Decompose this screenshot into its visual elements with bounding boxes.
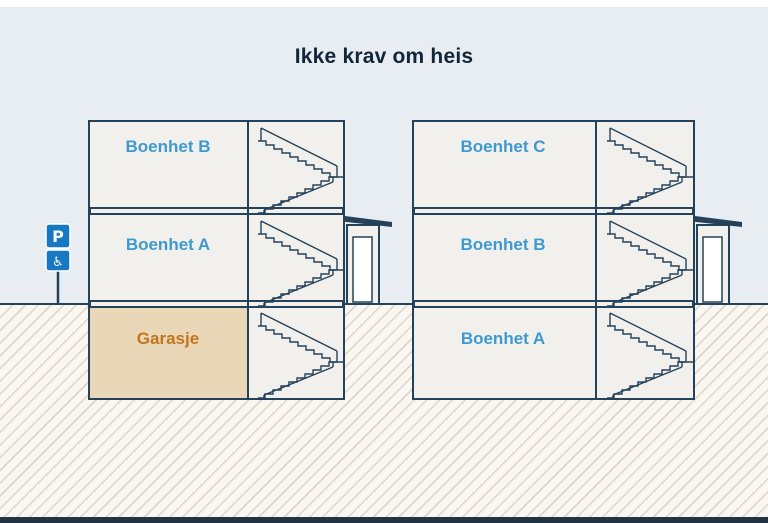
parking-letter: P bbox=[52, 227, 64, 246]
floor-label: Boenhet A bbox=[126, 235, 210, 254]
floor-label: Boenhet A bbox=[461, 329, 545, 348]
garage-floor-fill bbox=[90, 308, 247, 398]
parking-sign: P ♿ bbox=[45, 223, 71, 304]
ground-line bbox=[0, 303, 768, 305]
floor-label: Boenhet B bbox=[461, 235, 546, 254]
floor-slab bbox=[89, 300, 344, 308]
floor-label: Boenhet C bbox=[461, 137, 546, 156]
floor-label-garage: Garasje bbox=[137, 329, 199, 348]
wheelchair-sign-plate bbox=[45, 249, 71, 272]
top-strip bbox=[0, 0, 768, 7]
floor-label: Boenhet B bbox=[126, 137, 211, 156]
building-right: Boenhet C Boenhet B Boenhet A bbox=[412, 120, 742, 400]
entrance-door bbox=[352, 236, 373, 303]
footer-bar bbox=[0, 517, 768, 523]
floor-slab bbox=[89, 207, 344, 215]
floor-slab bbox=[413, 300, 694, 308]
page-title: Ikke krav om heis bbox=[294, 45, 474, 68]
building-body bbox=[412, 120, 695, 400]
parking-sign-plate bbox=[45, 223, 71, 249]
entrance-door bbox=[702, 236, 723, 303]
floor-slab bbox=[413, 207, 694, 215]
wheelchair-icon: ♿ bbox=[52, 255, 64, 270]
building-left: Boenhet B Boenhet A Garasje bbox=[88, 120, 392, 400]
